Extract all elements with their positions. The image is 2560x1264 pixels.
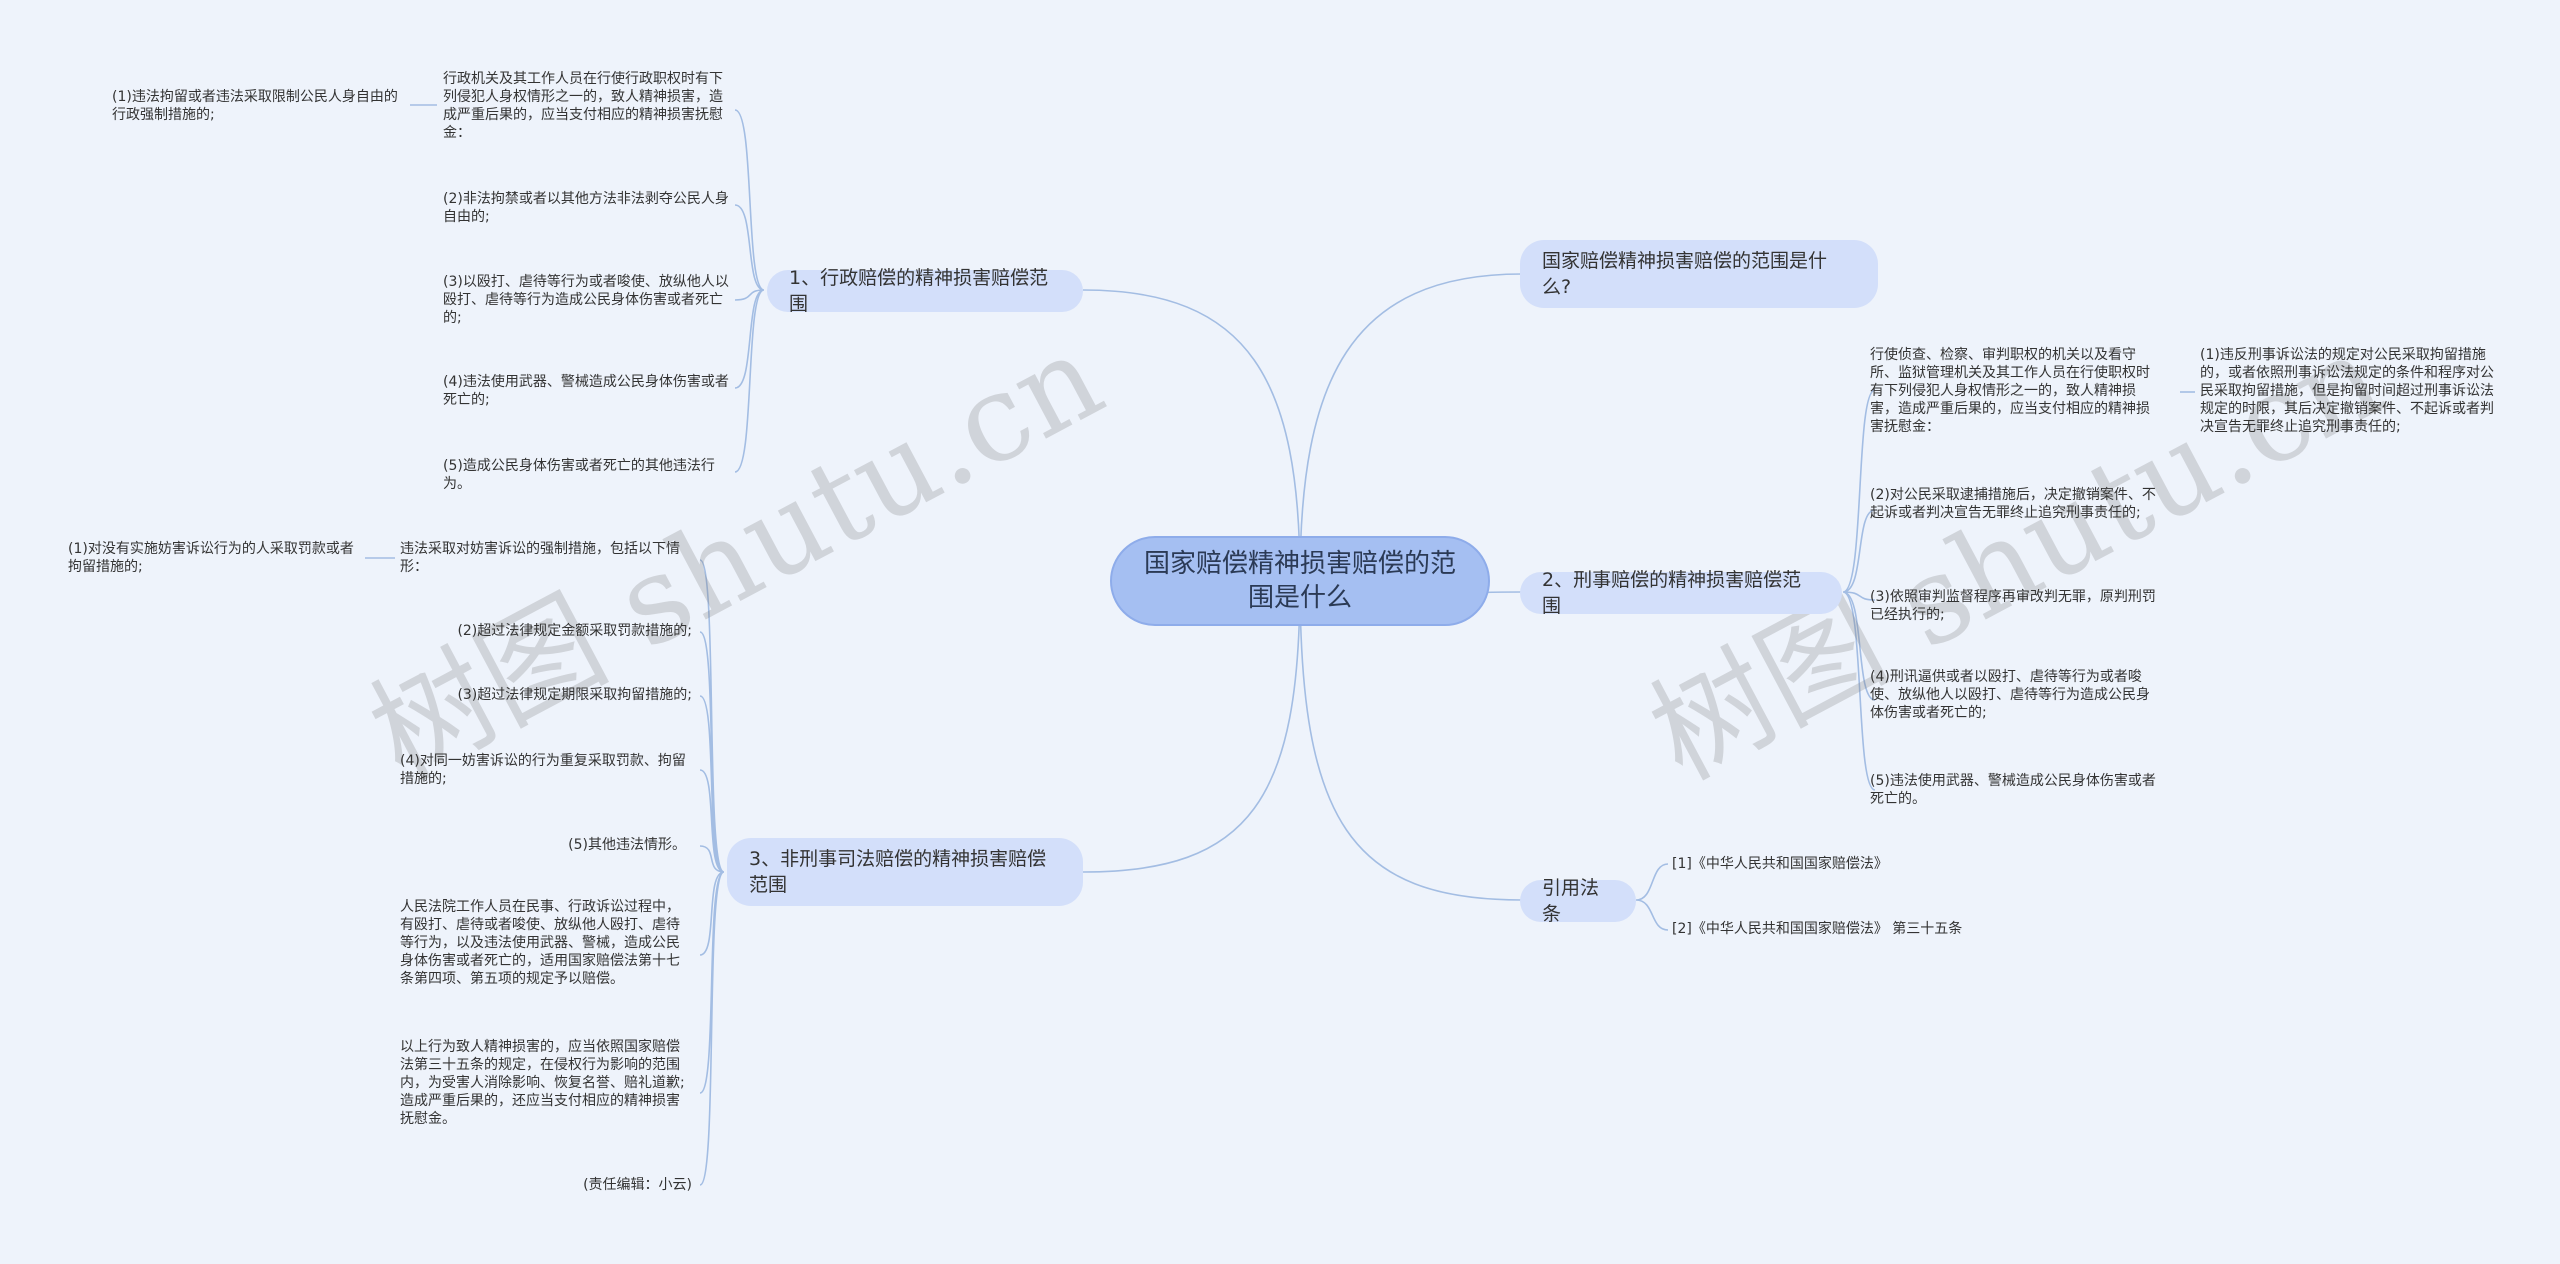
branch-criminal-label: 2、刑事赔偿的精神损害赔偿范围 [1542, 569, 1802, 617]
criminal-intro[interactable]: 行使侦查、检察、审判职权的机关以及看守所、监狱管理机关及其工作人员在行使职权时有… [1870, 347, 2150, 435]
link-root-admin [1082, 289, 1301, 581]
criminal-item-4[interactable]: (4)刑讯逼供或者以殴打、虐待等行为或者唆使、放纵他人以殴打、虐待等行为造成公民… [1870, 669, 2150, 721]
noncriminal-editor[interactable]: (责任编辑：小云) [583, 1177, 692, 1193]
branch-question[interactable]: 国家赔偿精神损害赔偿的范围是什么? [1520, 240, 1878, 308]
criminal-intro-sub[interactable]: (1)违反刑事诉讼法的规定对公民采取拘留措施的，或者依照刑事诉讼法规定的条件和程… [2200, 347, 2494, 435]
link-noncriminal-brace [699, 559, 725, 1186]
branch-noncriminal[interactable]: 3、非刑事司法赔偿的精神损害赔偿范围 [727, 838, 1083, 906]
branch-noncriminal-label: 3、非刑事司法赔偿的精神损害赔偿范围 [749, 848, 1047, 896]
branch-question-label: 国家赔偿精神损害赔偿的范围是什么? [1542, 250, 1828, 298]
admin-intro-sub[interactable]: (1)违法拘留或者违法采取限制公民人身自由的行政强制措施的; [112, 89, 398, 123]
law-item-2[interactable]: [2]《中华人民共和国国家赔偿法》 第三十五条 [1672, 921, 1963, 937]
criminal-item-5[interactable]: (5)违法使用武器、警械造成公民身体伤害或者死亡的。 [1870, 773, 2156, 807]
branch-law-label: 引用法条 [1542, 877, 1600, 925]
noncriminal-intro[interactable]: 违法采取对妨害诉讼的强制措施，包括以下情形： [400, 541, 680, 575]
law-item-1[interactable]: [1]《中华人民共和国国家赔偿法》 [1672, 856, 1888, 872]
branch-admin-label: 1、行政赔偿的精神损害赔偿范围 [789, 267, 1049, 315]
link-root-law [1299, 579, 1523, 901]
noncriminal-item-court[interactable]: 人民法院工作人员在民事、行政诉讼过程中，有殴打、虐待或者唆使、放纵他人殴打、虐待… [400, 899, 680, 987]
link-criminal-brace [1842, 389, 1876, 791]
link-law-brace [1635, 863, 1669, 931]
noncriminal-item-5[interactable]: (5)其他违法情形。 [568, 837, 686, 853]
criminal-item-2[interactable]: (2)对公民采取逮捕措施后，决定撤销案件、不起诉或者判决宣告无罪终止追究刑事责任… [1870, 487, 2156, 521]
admin-item-5[interactable]: (5)造成公民身体伤害或者死亡的其他违法行为。 [443, 458, 715, 492]
criminal-item-3[interactable]: (3)依照审判监督程序再审改判无罪，原判刑罚已经执行的; [1870, 589, 2156, 623]
admin-intro[interactable]: 行政机关及其工作人员在行使行政职权时有下列侵犯人身权情形之一的，致人精神损害，造… [443, 71, 723, 141]
branch-law[interactable]: 引用法条 [1520, 877, 1636, 925]
branch-admin[interactable]: 1、行政赔偿的精神损害赔偿范围 [767, 267, 1083, 315]
link-admin-brace [734, 109, 765, 473]
link-root-question [1299, 273, 1523, 581]
root-topic[interactable]: 国家赔偿精神损害赔偿的范围是什么 [1110, 536, 1490, 626]
admin-item-4[interactable]: (4)违法使用武器、警械造成公民身体伤害或者死亡的; [443, 374, 729, 408]
root-title: 国家赔偿精神损害赔偿的范围是什么 [1143, 549, 1456, 613]
link-root-noncriminal [1082, 579, 1301, 873]
noncriminal-item-4[interactable]: (4)对同一妨害诉讼的行为重复采取罚款、拘留措施的; [400, 753, 686, 787]
branch-criminal[interactable]: 2、刑事赔偿的精神损害赔偿范围 [1520, 569, 1842, 617]
admin-item-3[interactable]: (3)以殴打、虐待等行为或者唆使、放纵他人以殴打、虐待等行为造成公民身体伤害或者… [443, 274, 729, 326]
noncriminal-item-spirit[interactable]: 以上行为致人精神损害的，应当依照国家赔偿法第三十五条的规定，在侵权行为影响的范围… [400, 1039, 685, 1127]
noncriminal-item-2[interactable]: (2)超过法律规定金额采取罚款措施的; [457, 623, 692, 639]
admin-item-2[interactable]: (2)非法拘禁或者以其他方法非法剥夺公民人身自由的; [443, 191, 729, 225]
noncriminal-item-3[interactable]: (3)超过法律规定期限采取拘留措施的; [457, 687, 692, 703]
noncriminal-intro-sub[interactable]: (1)对没有实施妨害诉讼行为的人采取罚款或者拘留措施的; [68, 541, 354, 575]
